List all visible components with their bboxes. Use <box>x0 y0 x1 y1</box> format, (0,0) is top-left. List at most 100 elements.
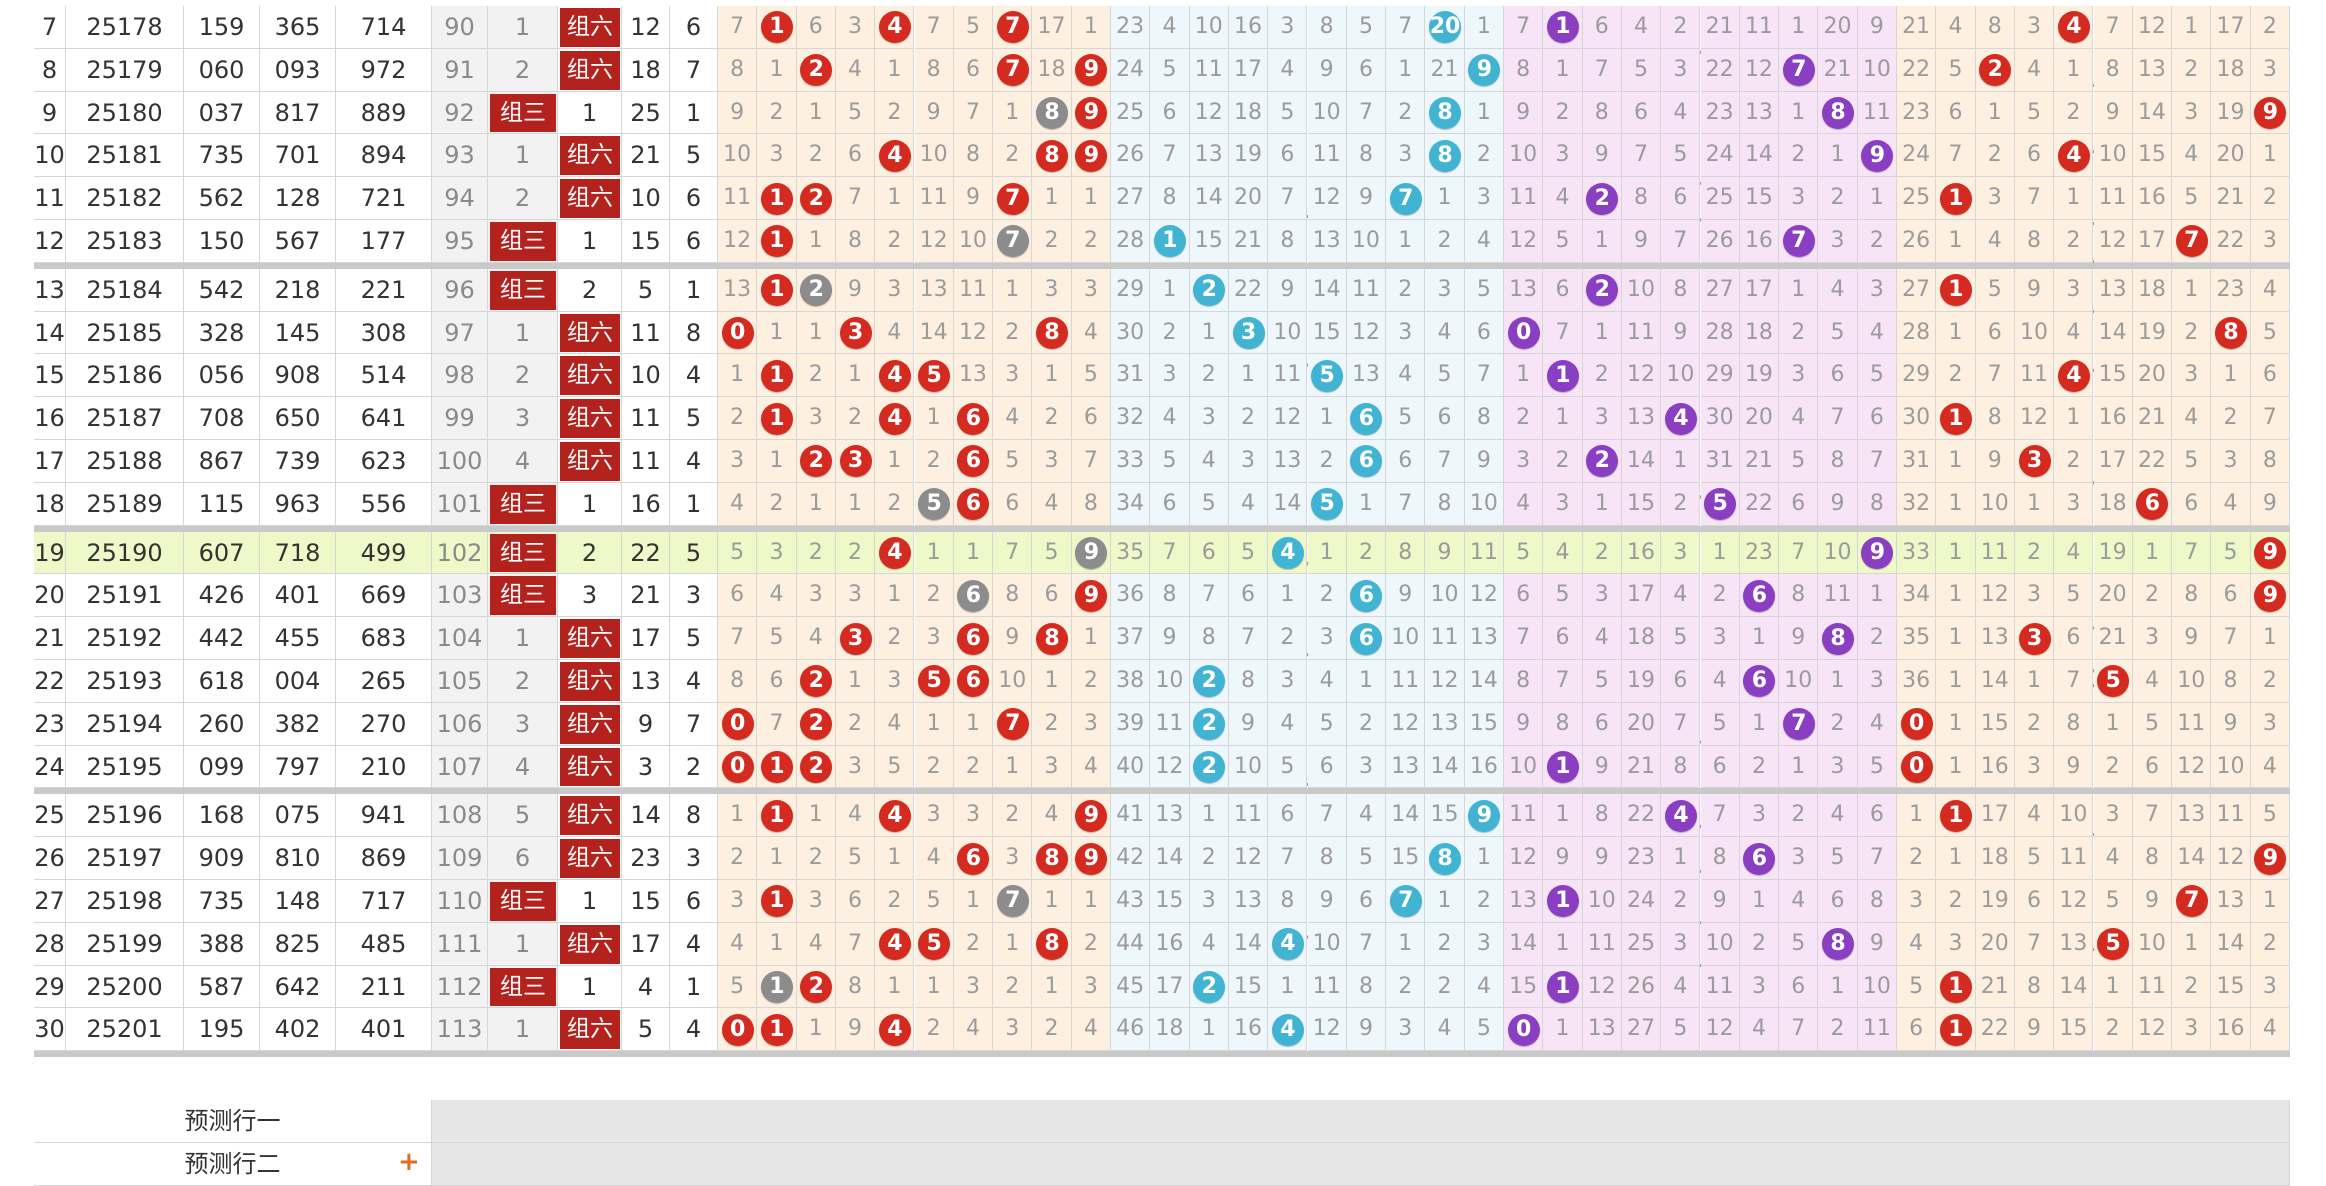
omit-count: 7 <box>1830 405 1845 431</box>
trend-cell: 14 <box>1975 660 2015 703</box>
digit-ball: 9 <box>1075 579 1108 612</box>
omit-count: 9 <box>1791 625 1806 651</box>
trend-cell: 6 <box>1543 268 1583 312</box>
predict-row-cells[interactable] <box>432 1142 2290 1186</box>
cell-type: 组六 <box>558 660 622 703</box>
trend-cell: 1 <box>1779 91 1819 135</box>
omit-count: 14 <box>1391 802 1420 828</box>
digit-ball: 0 <box>1507 317 1540 349</box>
trend-cell: 22 <box>1700 48 1740 92</box>
cell-draw: 867 <box>184 440 260 483</box>
predict-row-cells[interactable] <box>432 1100 2290 1143</box>
cell-c1: 94 <box>432 177 488 220</box>
omit-count: 11 <box>1391 668 1420 693</box>
trend-cell: 9 <box>1386 574 1426 618</box>
trend-cell: 8 <box>1228 660 1269 703</box>
omit-count: 12 <box>1469 582 1498 608</box>
cell-text: 623 <box>360 447 407 475</box>
omit-count: 11 <box>958 276 987 302</box>
digit-ball: 6 <box>957 445 990 478</box>
omit-count: 19 <box>1234 142 1263 168</box>
trend-cell: 6 <box>2054 617 2094 660</box>
omit-count: 11 <box>2177 710 2206 736</box>
omit-count: 1 <box>1948 753 1963 779</box>
trend-cell: 33 <box>1111 440 1151 483</box>
digit-ball: 2 <box>1193 665 1226 698</box>
cell-text: 1 <box>685 275 702 304</box>
omit-count: 1 <box>926 710 941 736</box>
omit-count: 2 <box>1594 539 1609 565</box>
omit-count: 1 <box>2144 539 2159 565</box>
trend-cell: 6 <box>2172 482 2212 526</box>
omit-count: 3 <box>2262 228 2277 253</box>
digit-ball: 1 <box>760 182 793 215</box>
cell-text: 100 <box>436 447 483 475</box>
trend-cell: 22 <box>1739 482 1780 526</box>
omit-count: 4 <box>1673 973 1688 999</box>
cell-text: 5 <box>685 404 702 433</box>
cell-draw: 388 <box>184 922 260 966</box>
omit-count: 2 <box>1398 276 1413 302</box>
omit-count: 1 <box>1083 185 1098 211</box>
trend-cell: 12 <box>1228 837 1269 880</box>
omit-count: 3 <box>1594 582 1609 608</box>
cell-text: 6 <box>514 844 531 873</box>
omit-count: 12 <box>2098 228 2127 253</box>
trend-cell: 3 <box>1268 660 1308 703</box>
trend-cell: 5 <box>1661 617 1701 660</box>
cell-text: 5 <box>637 275 654 304</box>
omit-count: 5 <box>1201 490 1216 516</box>
cell-seq: 19 <box>34 531 66 575</box>
omit-count: 6 <box>1791 973 1806 999</box>
cell-c1: 111 <box>432 922 488 966</box>
omit-count: 8 <box>1516 56 1531 82</box>
trend-cell: 3 <box>1464 177 1504 220</box>
add-predict-button[interactable]: + <box>398 1146 420 1177</box>
omit-count: 2 <box>769 490 784 516</box>
trend-cell: 5 <box>1975 268 2015 312</box>
omit-count: 1 <box>1555 802 1570 828</box>
omit-count: 6 <box>1869 802 1884 828</box>
cell-text: 25187 <box>86 404 163 433</box>
omit-count: 2 <box>2066 448 2081 473</box>
trend-cell: 2 <box>1739 922 1780 966</box>
trend-cell: 14 <box>1189 177 1229 220</box>
omit-count: 15 <box>1155 888 1184 913</box>
omit-count: 12 <box>1744 56 1773 82</box>
omit-count: 7 <box>1437 448 1452 473</box>
omit-count: 1 <box>1673 448 1688 473</box>
omit-count: 3 <box>1476 185 1491 211</box>
cell-c1: 96 <box>432 268 488 312</box>
omit-count: 23 <box>1705 99 1734 125</box>
omit-count: 4 <box>1909 930 1924 956</box>
trend-cell: 1 <box>2093 702 2133 746</box>
omit-count: 9 <box>2184 625 2199 651</box>
omit-count: 3 <box>1044 753 1059 779</box>
trend-cell: 18 <box>1739 311 1780 355</box>
trend-cell: 12 <box>953 311 994 355</box>
cell-text: 1 <box>685 972 702 1001</box>
trend-cell: 25 <box>1897 177 1937 220</box>
trend-cell: 11 <box>1700 965 1740 1009</box>
digit-ball: 1 <box>1546 359 1579 392</box>
cell-text: 388 <box>198 929 245 958</box>
omit-count: 5 <box>1712 710 1727 736</box>
trend-cell: 4 <box>1268 48 1308 92</box>
digit-ball: 5 <box>918 928 951 961</box>
omit-count: 2 <box>2027 539 2042 565</box>
cell-sum: 3 <box>622 745 670 789</box>
cell-text: 607 <box>198 538 245 567</box>
omit-count: 1 <box>848 668 863 693</box>
omit-count: 2 <box>808 539 823 565</box>
cell-text: 3 <box>514 709 531 738</box>
trend-cell: 12 <box>1700 1008 1740 1052</box>
cell-c1: 112 <box>432 965 488 1009</box>
omit-count: 2 <box>808 845 823 871</box>
trend-cell: 3 <box>1150 354 1190 398</box>
trend-cell: 2 <box>1307 574 1347 618</box>
trend-cell: 2 <box>2172 311 2212 355</box>
cell-draw: 168 <box>184 794 260 838</box>
trend-cell: 10 <box>914 134 954 178</box>
trend-cell: 7 <box>1228 617 1269 660</box>
omit-count: 4 <box>2184 142 2199 168</box>
